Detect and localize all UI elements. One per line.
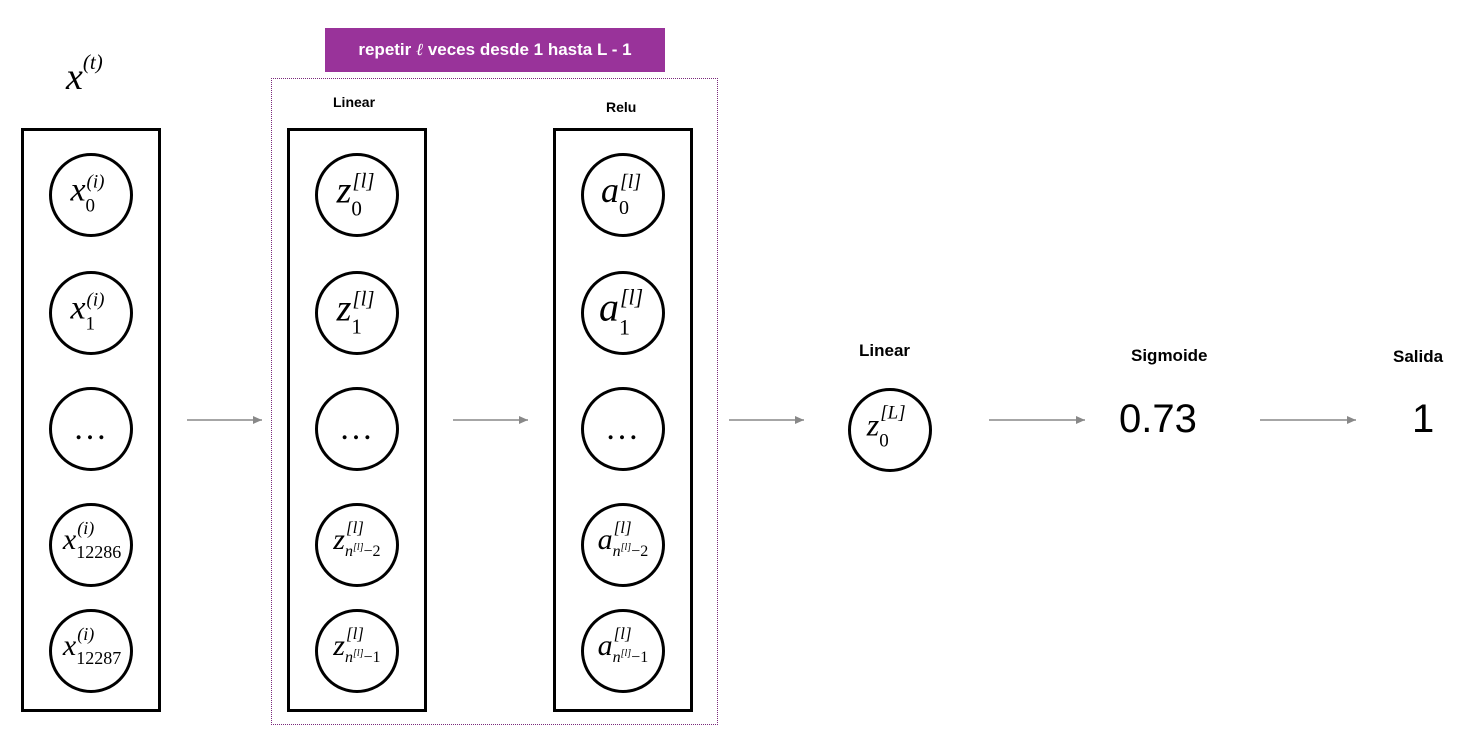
relu-node-n-minus-2: a[l]n[l]−2 [581, 503, 665, 587]
node-subscript: 0 [619, 197, 629, 220]
linear-column-box [287, 128, 427, 712]
input-node-1: x(i) 1 [49, 271, 133, 355]
node-var: z [336, 169, 352, 212]
relu-column-box [553, 128, 693, 712]
repeat-frame [271, 78, 718, 725]
node-superscript: [l] [352, 286, 375, 311]
node-subscript: 1 [85, 313, 96, 335]
sub-n: n [344, 649, 353, 667]
node-superscript: [l] [345, 624, 364, 644]
sub-n-sup: [l] [620, 648, 632, 660]
sub-n: n [344, 543, 353, 561]
output-value: 1 [1412, 397, 1435, 441]
banner-prefix: repetir [358, 40, 416, 59]
node-superscript: (i) [86, 171, 105, 193]
node-var: a [597, 628, 613, 662]
sub-rest: −1 [631, 649, 649, 667]
node-superscript: (i) [77, 624, 95, 645]
input-node-12286: x(i) 12286 [49, 503, 133, 587]
node-superscript: [l] [620, 284, 644, 310]
input-node-12287: x(i) 12287 [49, 609, 133, 693]
node-subscript: 0 [879, 430, 889, 452]
node-subscript: 12286 [76, 542, 122, 563]
node-superscript: (i) [77, 518, 95, 539]
node-superscript: [l] [613, 518, 632, 538]
node-var: z [866, 406, 880, 443]
relu-column-label: Relu [606, 99, 637, 115]
banner-ell: ℓ [416, 40, 424, 59]
sub-n-sup: [l] [352, 648, 364, 660]
input-title-sup: (t) [82, 50, 103, 74]
sub-rest: −1 [363, 649, 381, 667]
ellipsis: … [605, 410, 641, 447]
node-superscript: [L] [880, 402, 906, 424]
sub-n: n [612, 543, 621, 561]
node-subscript: n[l]−1 [613, 649, 649, 666]
input-column-box [21, 128, 161, 712]
node-var: z [336, 287, 352, 330]
final-linear-label: Linear [859, 341, 911, 360]
linear-node-1: z[l] 1 [315, 271, 399, 355]
node-subscript: 1 [619, 314, 630, 340]
relu-node-1: a[l] 1 [581, 271, 665, 355]
banner-suffix: veces desde 1 hasta L - 1 [423, 40, 632, 59]
sub-n: n [612, 649, 621, 667]
sub-n-sup: [l] [352, 542, 364, 554]
linear-node-0: z[l] 0 [315, 153, 399, 237]
relu-node-n-minus-1: a[l]n[l]−1 [581, 609, 665, 693]
node-var: x [70, 171, 86, 209]
node-superscript: [l] [352, 168, 375, 193]
node-var: x [62, 522, 77, 556]
node-subscript: n[l]−1 [345, 649, 381, 666]
sub-rest: −2 [631, 543, 649, 561]
node-subscript: n[l]−2 [613, 543, 649, 560]
node-subscript: 0 [351, 196, 362, 221]
input-node-ellipsis: … [49, 387, 133, 471]
relu-node-0: a[l] 0 [581, 153, 665, 237]
ellipsis: … [73, 410, 109, 447]
node-superscript: [l] [345, 518, 364, 538]
sub-rest: −2 [363, 543, 381, 561]
node-subscript: 0 [85, 195, 96, 217]
node-var: z [333, 628, 345, 662]
linear-node-ellipsis: … [315, 387, 399, 471]
node-var: x [70, 289, 86, 327]
output-label: Salida [1393, 347, 1444, 366]
linear-node-n-minus-1: z[l]n[l]−1 [315, 609, 399, 693]
node-var: a [601, 169, 619, 210]
input-node-0: x(i) 0 [49, 153, 133, 237]
ellipsis: … [339, 410, 375, 447]
final-linear-node: z[L] 0 [848, 388, 932, 472]
node-subscript: 1 [351, 314, 362, 339]
node-superscript: [l] [613, 624, 632, 644]
input-column-title: x(t) [66, 52, 103, 98]
node-var: x [62, 628, 77, 662]
linear-column-label: Linear [333, 94, 376, 110]
sigmoid-value: 0.73 [1119, 397, 1197, 441]
input-title-base: x [66, 56, 83, 98]
node-superscript: (i) [86, 289, 105, 311]
node-superscript: [l] [620, 171, 642, 194]
sigmoid-label: Sigmoide [1131, 346, 1208, 365]
sub-n-sup: [l] [620, 542, 632, 554]
node-subscript: 12287 [76, 648, 122, 669]
node-var: z [333, 522, 345, 556]
node-subscript: n[l]−2 [345, 543, 381, 560]
repeat-banner: repetir ℓ veces desde 1 hasta L - 1 [325, 28, 665, 72]
node-var: a [599, 284, 619, 330]
linear-node-n-minus-2: z[l]n[l]−2 [315, 503, 399, 587]
node-var: a [597, 522, 613, 556]
relu-node-ellipsis: … [581, 387, 665, 471]
